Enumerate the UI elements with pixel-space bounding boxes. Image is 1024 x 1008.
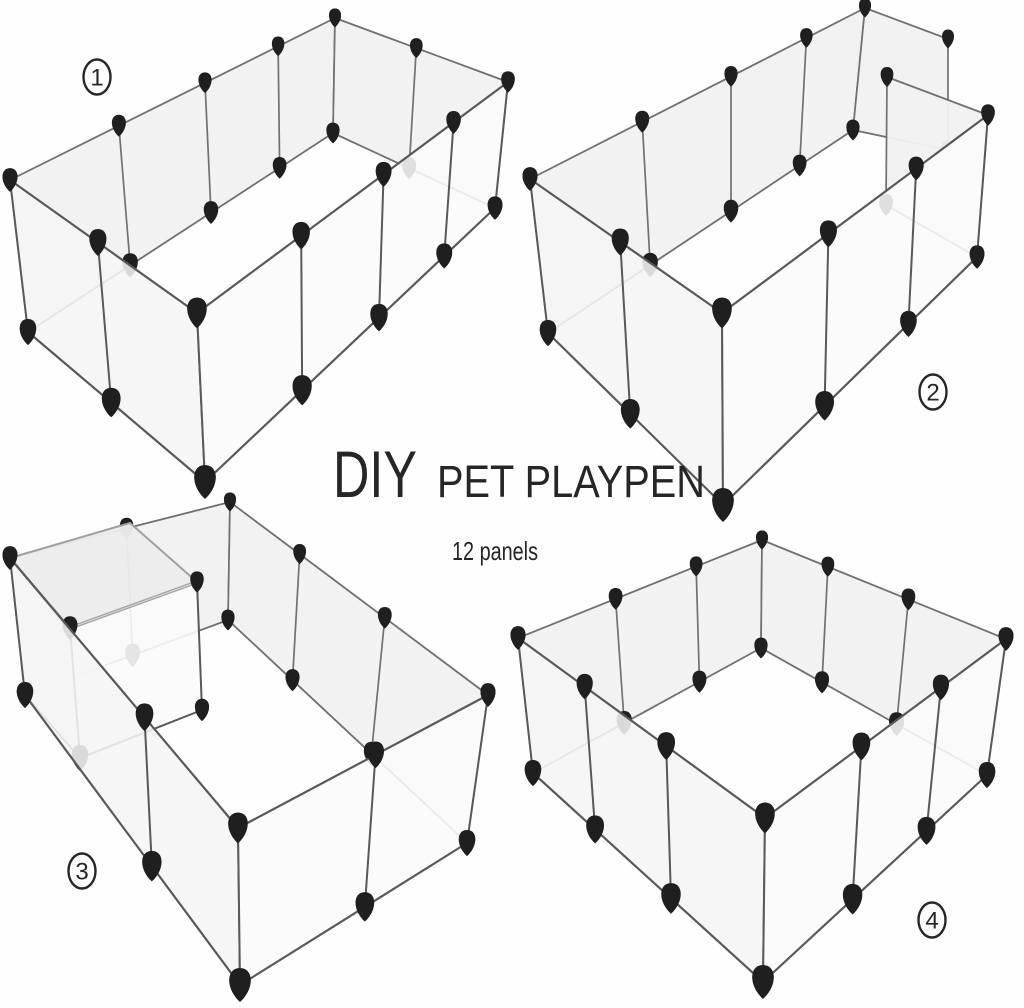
playpen-structure-2 — [520, 0, 1024, 535]
playpen-structure-1 — [0, 0, 520, 515]
playpen-structure-4 — [500, 525, 1024, 1008]
playpen-structure-3 — [0, 490, 500, 1008]
